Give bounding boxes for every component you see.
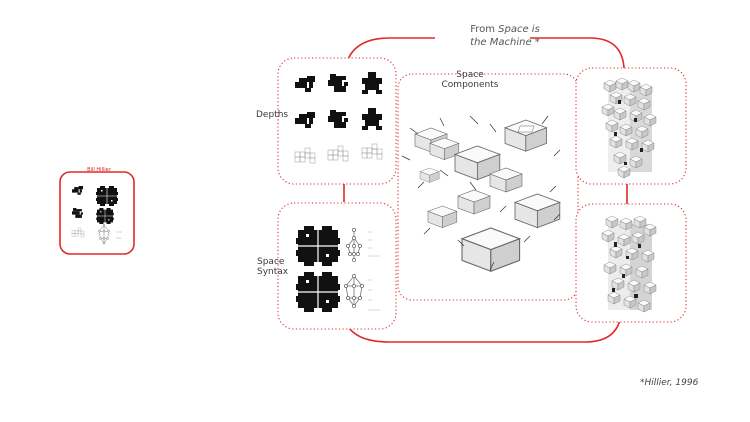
mini-card-title: Bill Hillier	[87, 167, 111, 173]
components-label-line2: Components	[441, 80, 499, 90]
syntax-depth-ticks	[368, 231, 380, 311]
mini-plan-2	[95, 207, 115, 225]
syntax-label-line1: Space	[257, 257, 285, 267]
bottom-connector	[344, 319, 621, 343]
components-label-line1: Space	[456, 70, 484, 80]
tower-bottom-render	[601, 215, 657, 313]
diagram-title-line1: From Space is	[420, 24, 590, 35]
mini-plan-1	[95, 185, 119, 207]
title-italic-1: Space is	[498, 24, 540, 35]
mini-depth-figure-2	[72, 208, 83, 218]
top-connector-right	[530, 37, 625, 69]
components-isometric	[401, 115, 561, 272]
depths-label: Depths	[256, 110, 289, 120]
diagram-title-line2: the Machine *	[470, 37, 540, 48]
syntax-plan-top	[295, 225, 341, 267]
mini-depth-figure-1	[72, 186, 83, 195]
mini-card-frame	[59, 171, 135, 255]
mini-graph	[98, 224, 110, 245]
syntax-plan-bottom	[295, 271, 341, 313]
mini-grid-figure	[71, 227, 85, 238]
citation-note: *Hillier, 1996	[640, 378, 699, 388]
syntax-label-line2: Syntax	[257, 267, 289, 277]
tower-top-render	[601, 77, 657, 179]
title-prefix: From	[470, 24, 499, 35]
